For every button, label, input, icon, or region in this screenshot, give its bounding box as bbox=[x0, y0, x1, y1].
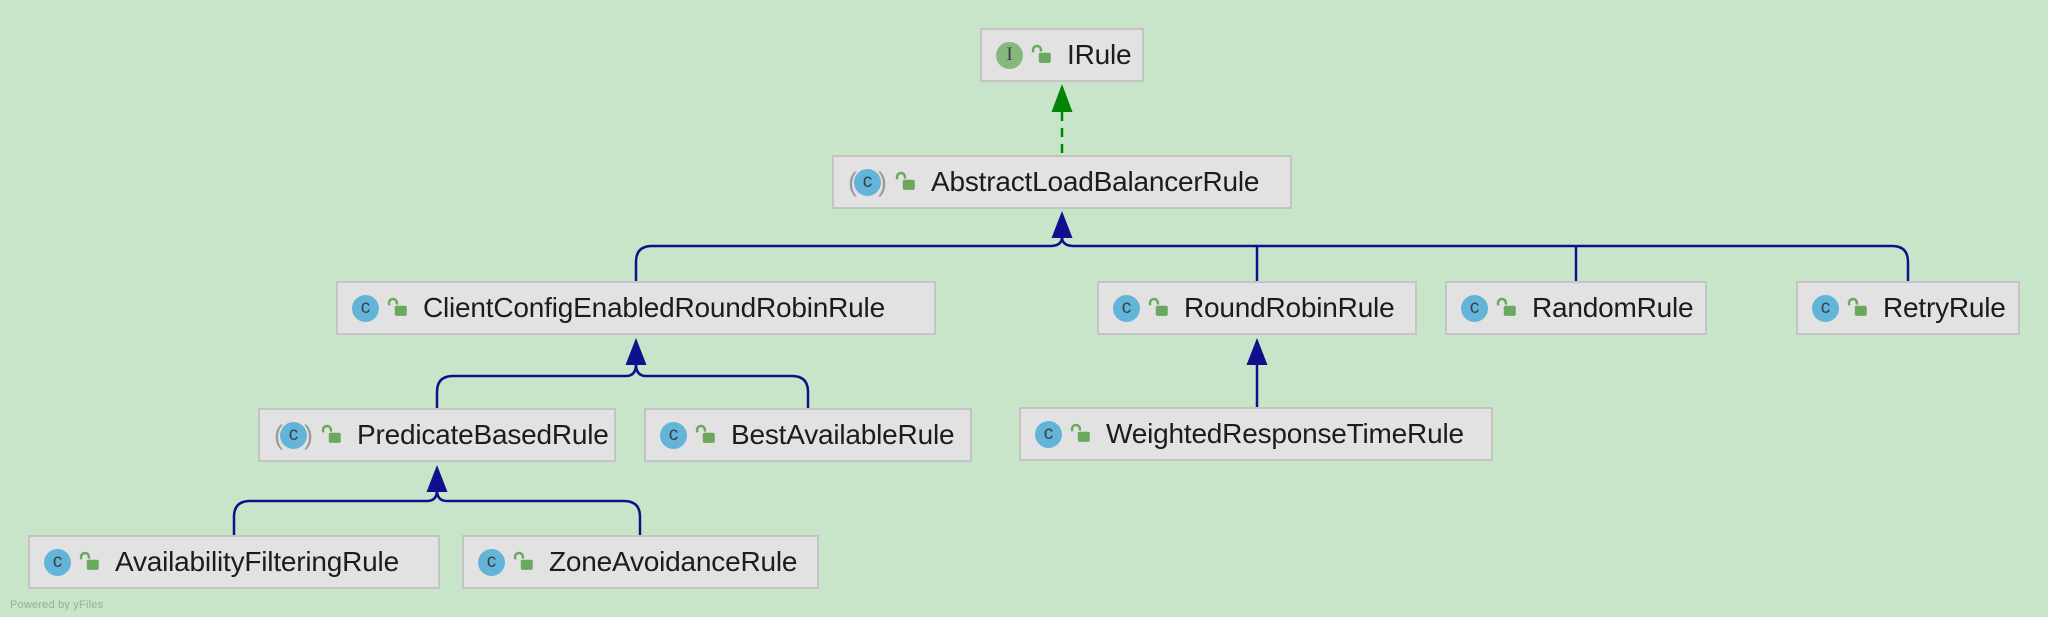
arrowhead-predicatebasedrule bbox=[426, 465, 448, 492]
class-icon-letter: c bbox=[854, 168, 881, 196]
interface-icon: I bbox=[996, 41, 1023, 69]
abstract-class-icon: c bbox=[848, 168, 887, 196]
class-node-randomrule[interactable]: c RandomRule bbox=[1445, 281, 1707, 335]
class-icon: c bbox=[44, 548, 71, 576]
arrowhead-roundrobinrule bbox=[1246, 338, 1268, 365]
arrowhead-abstractloadbalancerrule bbox=[1051, 211, 1073, 238]
public-visibility-lock-icon bbox=[320, 423, 344, 447]
class-name-label: RandomRule bbox=[1532, 292, 1694, 323]
edge-bus3-right bbox=[435, 489, 642, 536]
class-node-abstractloadbalancerrule[interactable]: c AbstractLoadBalancerRule bbox=[832, 155, 1292, 209]
class-node-roundrobinrule[interactable]: c RoundRobinRule bbox=[1097, 281, 1417, 335]
class-icon: c bbox=[478, 548, 505, 576]
interface-icon-letter: I bbox=[996, 41, 1023, 69]
class-icon: c bbox=[352, 294, 379, 322]
class-icon-letter: c bbox=[352, 294, 379, 322]
edge-bus2-right bbox=[634, 363, 810, 409]
class-name-label: WeightedResponseTimeRule bbox=[1106, 418, 1464, 449]
class-icon: c bbox=[1812, 294, 1839, 322]
public-visibility-lock-icon bbox=[1147, 296, 1171, 320]
class-icon-letter: c bbox=[44, 548, 71, 576]
class-name-label: ClientConfigEnabledRoundRobinRule bbox=[423, 292, 885, 323]
abstract-class-icon: c bbox=[274, 421, 313, 449]
class-icon-letter: c bbox=[660, 421, 687, 449]
public-visibility-lock-icon bbox=[386, 296, 410, 320]
class-name-label: BestAvailableRule bbox=[731, 419, 955, 450]
class-node-predicatebasedrule[interactable]: c PredicateBasedRule bbox=[258, 408, 616, 462]
class-name-label: IRule bbox=[1067, 39, 1132, 70]
edge-bus3-left bbox=[232, 489, 439, 536]
public-visibility-lock-icon bbox=[1069, 422, 1093, 446]
edge-bus1-left bbox=[634, 236, 1064, 282]
public-visibility-lock-icon bbox=[1030, 43, 1054, 67]
class-icon-letter: c bbox=[280, 421, 307, 449]
class-icon-letter: c bbox=[1113, 294, 1140, 322]
class-icon: c bbox=[1461, 294, 1488, 322]
class-icon: c bbox=[1113, 294, 1140, 322]
class-icon-letter: c bbox=[1812, 294, 1839, 322]
public-visibility-lock-icon bbox=[78, 550, 102, 574]
class-icon: c bbox=[1035, 420, 1062, 448]
class-node-bestavailablerule[interactable]: c BestAvailableRule bbox=[644, 408, 972, 462]
arrowhead-clientconfigenabledroundrobinrule bbox=[625, 338, 647, 365]
class-node-weightedresponsetimerule[interactable]: c WeightedResponseTimeRule bbox=[1019, 407, 1493, 461]
public-visibility-lock-icon bbox=[1495, 296, 1519, 320]
class-icon-letter: c bbox=[478, 548, 505, 576]
public-visibility-lock-icon bbox=[512, 550, 536, 574]
class-name-label: AvailabilityFilteringRule bbox=[115, 546, 399, 577]
class-icon: c bbox=[660, 421, 687, 449]
arrowhead-realization-irule bbox=[1051, 84, 1073, 112]
public-visibility-lock-icon bbox=[894, 170, 918, 194]
yfiles-watermark: Powered by yFiles bbox=[10, 599, 104, 611]
class-name-label: RoundRobinRule bbox=[1184, 292, 1395, 323]
class-name-label: ZoneAvoidanceRule bbox=[549, 546, 798, 577]
class-node-zoneavoidancerule[interactable]: c ZoneAvoidanceRule bbox=[462, 535, 819, 589]
edge-bus1-right bbox=[1060, 236, 1910, 282]
class-name-label: PredicateBasedRule bbox=[357, 419, 609, 450]
class-icon-letter: c bbox=[1035, 420, 1062, 448]
class-node-retryrule[interactable]: c RetryRule bbox=[1796, 281, 2020, 335]
class-node-irule[interactable]: I IRule bbox=[980, 28, 1144, 82]
class-name-label: AbstractLoadBalancerRule bbox=[931, 166, 1260, 197]
class-name-label: RetryRule bbox=[1883, 292, 2006, 323]
class-node-availabilityfilteringrule[interactable]: c AvailabilityFilteringRule bbox=[28, 535, 440, 589]
class-node-clientconfigenabledroundrobinrule[interactable]: c ClientConfigEnabledRoundRobinRule bbox=[336, 281, 936, 335]
public-visibility-lock-icon bbox=[1846, 296, 1870, 320]
public-visibility-lock-icon bbox=[694, 423, 718, 447]
class-icon-letter: c bbox=[1461, 294, 1488, 322]
edge-bus2-left bbox=[435, 363, 638, 409]
